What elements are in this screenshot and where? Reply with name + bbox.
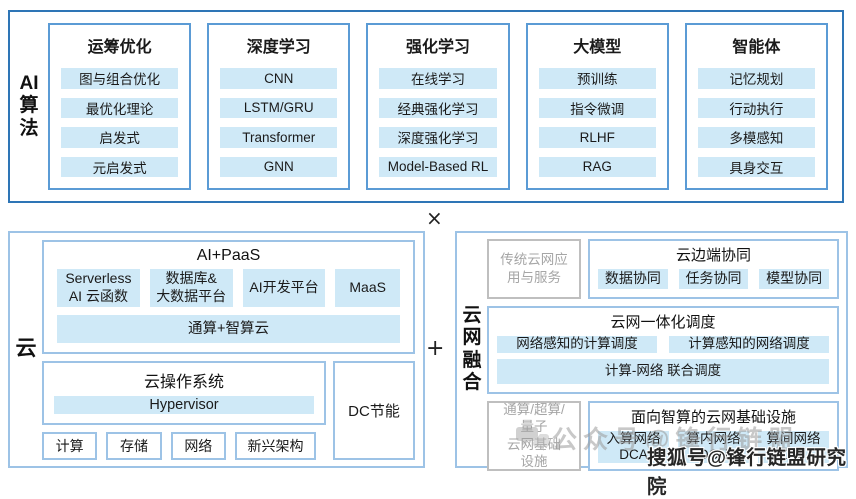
smart-item-dcn: 算内网络 DCN: [678, 430, 749, 464]
cloud-network-fusion-panel: 云 网 融 合 传统云网应 用与服务 云边端协同 数据协同 任务协同 模型协同 …: [455, 231, 848, 471]
cloud-grid: AI+PaaS Serverless AI 云函数 数据库& 大数据平台 AI开…: [42, 233, 423, 466]
infra-item-compute: 计算: [42, 432, 98, 461]
ai-paas-title: AI+PaaS: [196, 247, 261, 264]
cloud-edge-collab-title: 云边端协同: [675, 247, 751, 264]
ai-item: 启发式: [61, 127, 179, 148]
unified-scheduling-section: 云网一体化调度 网络感知的计算调度 计算感知的网络调度 计算-网络 联合调度: [487, 306, 839, 394]
paas-item-database-bigdata: 数据库& 大数据平台: [149, 269, 233, 307]
ai-item: Transformer: [220, 127, 338, 148]
unified-scheduling-title: 云网一体化调度: [610, 314, 716, 331]
ai-item: 元启发式: [61, 156, 179, 177]
column-title: 深度学习: [246, 39, 311, 56]
ai-paas-row: Serverless AI 云函数 数据库& 大数据平台 AI开发平台 MaaS: [57, 269, 400, 307]
edge-item-model-collab: 模型协同: [759, 269, 830, 289]
cloud-edge-collab-section: 云边端协同 数据协同 任务协同 模型协同: [588, 239, 839, 299]
ai-item: 指令微调: [538, 97, 656, 118]
ai-item: 预训练: [538, 68, 656, 89]
cloud-label: 云: [15, 337, 37, 361]
ai-item: 图与组合优化: [61, 68, 179, 89]
column-title: 运筹优化: [87, 39, 152, 56]
plus-symbol: +: [426, 336, 445, 361]
ai-item: 行动执行: [697, 97, 816, 118]
infra-item-storage: 存储: [106, 432, 162, 461]
column-title: 强化学习: [406, 39, 471, 56]
column-title: 智能体: [732, 39, 781, 56]
column-reinforcement-learning: 强化学习 在线学习 经典强化学习 深度强化学习 Model-Based RL: [366, 23, 510, 190]
ai-paas-section: AI+PaaS Serverless AI 云函数 数据库& 大数据平台 AI开…: [42, 240, 415, 354]
column-large-models: 大模型 预训练 指令微调 RLHF RAG: [525, 23, 669, 190]
scheduling-items-row: 网络感知的计算调度 计算感知的网络调度: [497, 336, 829, 353]
smart-item-dca: 入算网络 DCA: [598, 430, 669, 464]
column-title: 大模型: [573, 39, 622, 56]
general-plus-smart-cloud-bar: 通算+智算云: [57, 314, 400, 343]
ai-item: CNN: [220, 68, 338, 89]
cloud-infra-row: 计算 存储 网络 新兴架构: [42, 432, 326, 461]
ai-item: 多模感知: [697, 127, 816, 148]
legacy-infra-box: 通算/超算/ 量子 云网基础 设施: [487, 400, 581, 471]
edge-items-row: 数据协同 任务协同 模型协同: [598, 269, 830, 289]
sched-item-compute-aware: 计算感知的网络调度: [669, 336, 829, 353]
column-deep-learning: 深度学习 CNN LSTM/GRU Transformer GNN: [207, 23, 351, 190]
joint-scheduling-bar: 计算-网络 联合调度: [497, 358, 829, 384]
cloud-os-title: 云操作系统: [143, 374, 224, 391]
dc-energy-saving-box: DC节能: [333, 361, 415, 461]
edge-item-task-collab: 任务协同: [678, 269, 749, 289]
smart-infra-row: 入算网络 DCA 算内网络 DCN 算间网络 DCI: [598, 430, 829, 464]
ai-item: 记忆规划: [697, 68, 816, 89]
paas-item-maas: MaaS: [335, 269, 400, 307]
column-agents: 智能体 记忆规划 行动执行 多模感知 具身交互: [684, 23, 829, 190]
column-operations-optimization: 运筹优化 图与组合优化 最优化理论 启发式 元启发式: [48, 23, 192, 190]
fusion-grid: 传统云网应 用与服务 云边端协同 数据协同 任务协同 模型协同 云网一体化调度 …: [487, 233, 846, 471]
ai-item: RLHF: [538, 127, 656, 148]
edge-item-data-collab: 数据协同: [598, 269, 668, 289]
smart-compute-infra-title: 面向智算的云网基础设施: [630, 408, 796, 426]
cloud-os-section: 云操作系统 Hypervisor: [42, 361, 326, 426]
ai-item: Model-Based RL: [379, 156, 497, 177]
ai-algorithms-panel: AI 算 法 运筹优化 图与组合优化 最优化理论 启发式 元启发式 深度学习 C…: [8, 10, 844, 203]
paas-item-ai-dev-platform: AI开发平台: [242, 269, 326, 307]
ai-item: LSTM/GRU: [220, 97, 338, 118]
legacy-cloud-apps-box: 传统云网应 用与服务: [487, 239, 581, 299]
infra-item-network: 网络: [170, 432, 226, 461]
multiply-symbol: ×: [426, 206, 443, 230]
cloud-panel: 云 AI+PaaS Serverless AI 云函数 数据库& 大数据平台 A…: [8, 231, 425, 468]
ai-columns: 运筹优化 图与组合优化 最优化理论 启发式 元启发式 深度学习 CNN LSTM…: [48, 12, 842, 201]
smart-item-dci: 算间网络 DCI: [758, 430, 829, 464]
paas-item-serverless: Serverless AI 云函数: [57, 269, 140, 307]
ai-item: GNN: [220, 156, 338, 177]
ai-item: 经典强化学习: [379, 97, 497, 118]
fusion-label: 云 网 融 合: [462, 304, 482, 393]
ai-algorithms-label: AI 算 法: [19, 72, 39, 139]
sched-item-network-aware: 网络感知的计算调度: [497, 336, 657, 353]
hypervisor-bar: Hypervisor: [54, 396, 314, 415]
ai-item: RAG: [538, 156, 656, 177]
ai-item: 在线学习: [379, 68, 497, 89]
infra-item-emerging-arch: 新兴架构: [234, 432, 316, 461]
smart-compute-infra-section: 面向智算的云网基础设施 入算网络 DCA 算内网络 DCN 算间网络 DCI: [588, 400, 839, 471]
ai-item: 最优化理论: [61, 97, 179, 118]
ai-item: 具身交互: [697, 156, 816, 177]
ai-item: 深度强化学习: [379, 127, 497, 148]
